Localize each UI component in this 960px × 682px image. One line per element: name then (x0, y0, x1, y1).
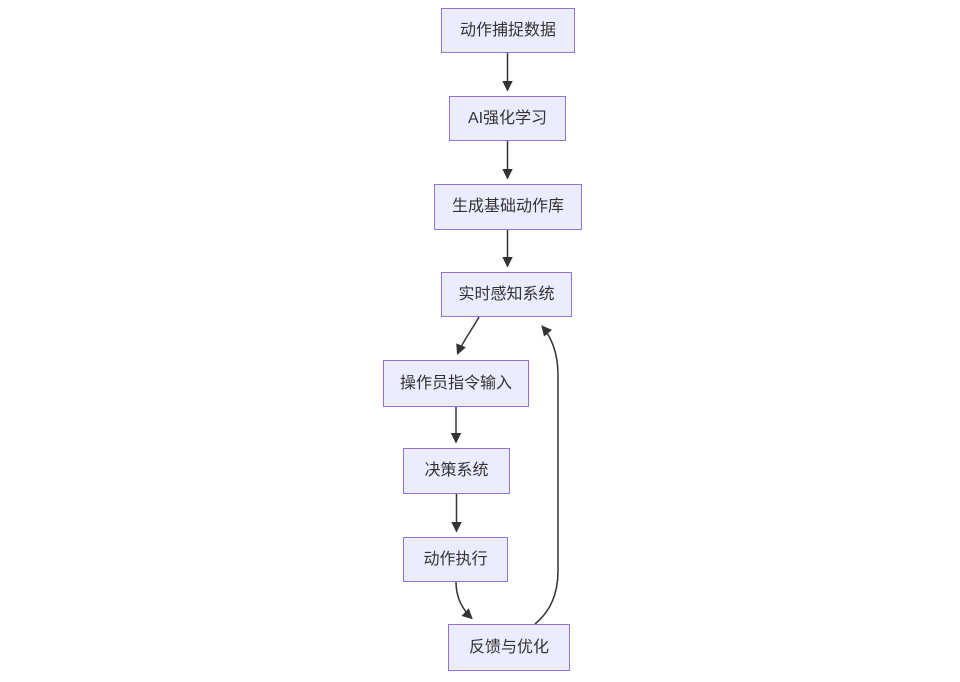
node-label: 动作捕捉数据 (459, 21, 556, 39)
edge-action-execution-to-feedback (455, 581, 473, 620)
node-label: AI强化学习 (467, 109, 548, 127)
node-decision-system: 决策系统 (403, 448, 510, 494)
node-label: 反馈与优化 (468, 638, 549, 656)
edge-perception-to-operator-input (456, 316, 480, 355)
node-label: 决策系统 (424, 462, 489, 479)
node-label: 生成基础动作库 (451, 198, 564, 215)
node-motion-capture-data: 动作捕捉数据 (441, 8, 575, 53)
node-realtime-perception-system: 实时感知系统 (441, 272, 572, 317)
node-label: 动作执行 (423, 550, 488, 568)
node-label: 操作员指令输入 (399, 374, 512, 392)
node-label: 实时感知系统 (458, 285, 555, 303)
node-action-execution: 动作执行 (403, 537, 508, 582)
edge-feedback-to-perception-loop (534, 325, 559, 625)
node-ai-reinforcement-learning: AI强化学习 (449, 96, 566, 141)
node-operator-command-input: 操作员指令输入 (383, 360, 529, 407)
node-feedback-and-optimization: 反馈与优化 (448, 624, 570, 671)
node-generate-base-action-library: 生成基础动作库 (434, 184, 582, 230)
